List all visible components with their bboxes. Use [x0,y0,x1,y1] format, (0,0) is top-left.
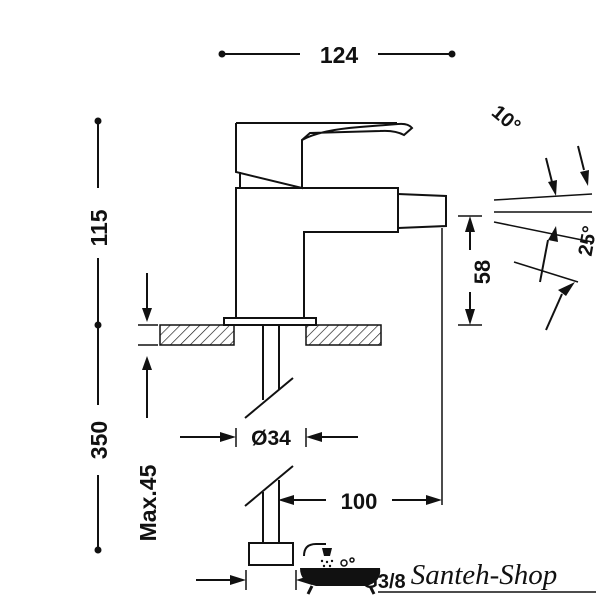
dim-hole-diameter: Ø34 [180,427,358,450]
dim-spout-height: 58 [458,215,495,326]
countertop-section [159,324,382,346]
dim-height-chain: 115 350 [86,117,112,554]
watermark-logo: Santeh-Shop [300,543,596,595]
dim-reach: 100 [278,228,443,514]
bathtub-icon [300,557,381,595]
dim-hole-diameter-label: Ø34 [251,427,291,450]
dim-angle-25: 25° [493,221,600,331]
faucet-body [223,122,447,326]
dim-max-thickness: Max.45 [135,273,161,541]
dim-max-thickness-label: Max.45 [135,464,161,541]
supply-pipe [244,325,294,566]
dim-angle-25-label: 25° [575,224,600,258]
dim-reach-label: 100 [341,489,378,514]
dim-height-lower-label: 350 [86,421,112,459]
dim-height-upper-label: 115 [86,209,112,246]
dim-width-label: 124 [320,42,359,68]
dim-angle-10: 10° [487,101,593,213]
watermark-text: Santeh-Shop [411,559,558,591]
dim-spout-height-label: 58 [470,260,495,284]
dim-width-top: 124 [218,42,456,68]
shower-icon [303,543,334,568]
dim-angle-10-label: 10° [487,101,524,137]
